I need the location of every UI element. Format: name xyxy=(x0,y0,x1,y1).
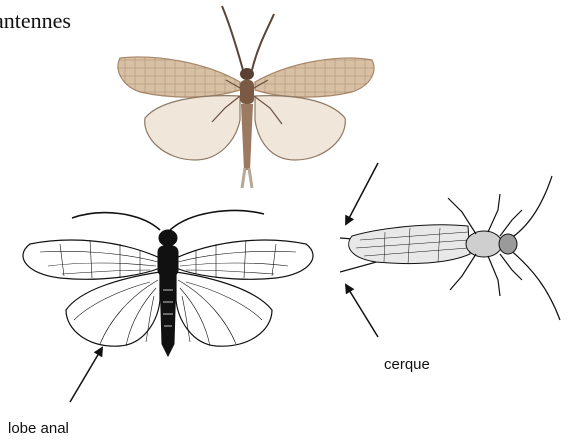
photo-head xyxy=(240,68,254,80)
drawn-abdomen xyxy=(160,276,176,356)
photo-insect xyxy=(118,6,374,188)
drawn-antenna-right xyxy=(170,211,264,230)
arrow-cerque-top xyxy=(346,163,378,224)
stonefly-head xyxy=(499,234,517,254)
drawn-thorax xyxy=(158,246,178,276)
photo-antenna-left xyxy=(222,6,243,70)
photo-hindwing-right xyxy=(255,96,345,160)
arrow-lobe-anal xyxy=(70,348,102,402)
stonefly-thorax xyxy=(466,231,502,257)
arrow-cerque-bottom xyxy=(346,285,378,337)
stonefly-antenna-top xyxy=(508,176,552,240)
stonefly-antenna-bottom xyxy=(508,248,560,320)
photo-antenna-right xyxy=(252,14,274,70)
photo-thorax xyxy=(240,80,254,104)
drawn-antenna-left xyxy=(72,213,160,230)
drawn-head xyxy=(159,230,177,246)
drawn-stonefly xyxy=(340,176,560,320)
photo-hindwing-left xyxy=(145,96,240,160)
photo-abdomen xyxy=(241,104,253,170)
drawn-insect-wings-open xyxy=(23,211,313,356)
